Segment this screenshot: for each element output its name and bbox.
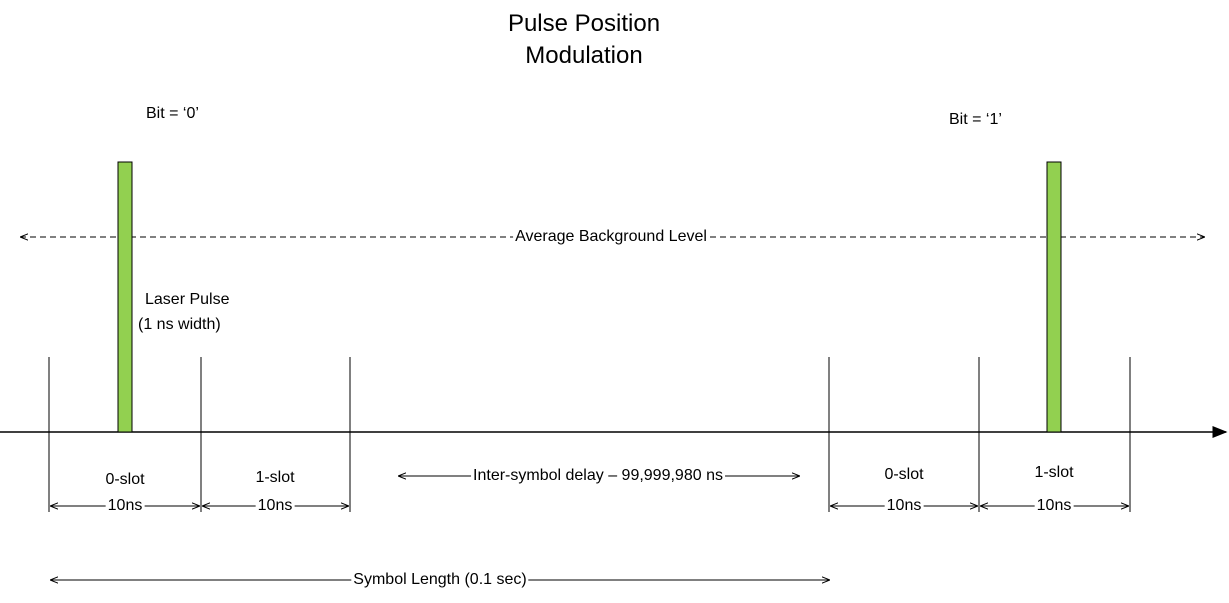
right-slot1-width: 10ns [1034, 497, 1074, 514]
bit0-label: Bit = ‘0’ [146, 105, 199, 122]
laser-pulse-bit1 [1046, 161, 1062, 433]
symbol-length-label: Symbol Length (0.1 sec) [351, 571, 529, 588]
background-level-label: Average Background Level [513, 228, 709, 245]
left-slot0-label: 0-slot [105, 471, 145, 488]
laser-pulse-label-line2: (1 ns width) [138, 316, 221, 333]
left-slot1-width: 10ns [255, 497, 295, 514]
right-slot1-label: 1-slot [1034, 464, 1074, 481]
title-line-1: Pulse Position [507, 10, 661, 37]
bit1-label: Bit = ‘1’ [949, 111, 1002, 128]
right-slot0-label: 0-slot [884, 466, 924, 483]
right-slot0-width: 10ns [884, 497, 924, 514]
inter-symbol-label: Inter-symbol delay – 99,999,980 ns [471, 467, 725, 484]
title-line-2: Modulation [525, 42, 643, 69]
laser-pulse-bit0 [117, 161, 133, 433]
left-slot0-width: 10ns [105, 497, 145, 514]
left-slot1-label: 1-slot [255, 469, 295, 486]
diagram-title: Pulse Position Modulation [434, 8, 734, 72]
laser-pulse-label-line1: Laser Pulse [145, 291, 230, 308]
